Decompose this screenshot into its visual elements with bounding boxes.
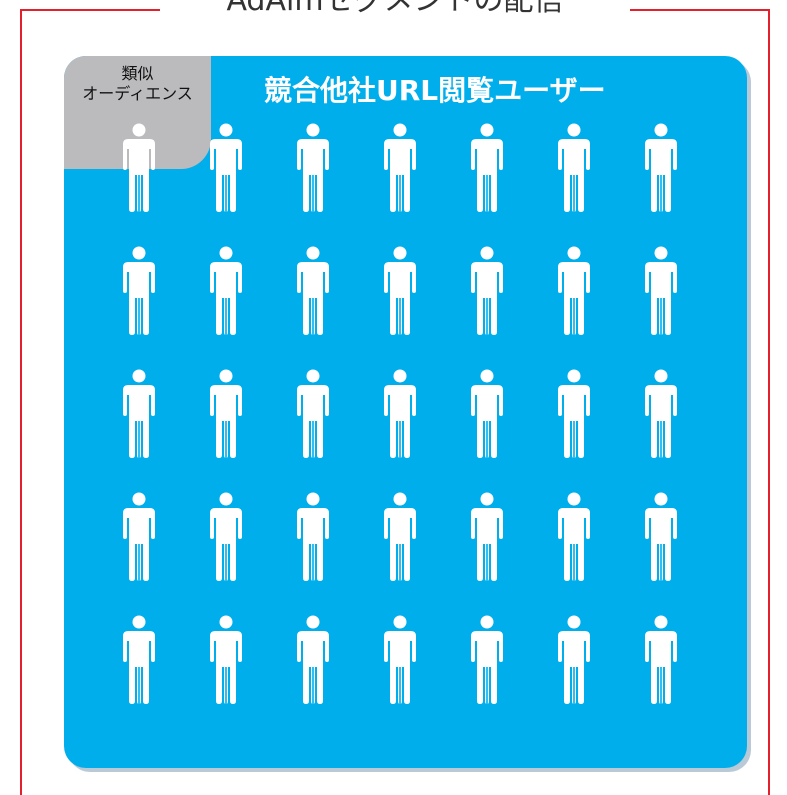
person-icon: [557, 369, 591, 459]
frame-top-right-line: [630, 9, 770, 11]
panel-title: 競合他社URL閲覧ユーザー: [264, 74, 606, 107]
similar-audience-label-line2: オーディエンス: [82, 84, 193, 103]
person-icon: [209, 492, 243, 582]
frame-right-line: [768, 9, 770, 795]
person-icon: [209, 615, 243, 705]
competitor-users-panel: 類似 オーディエンス 競合他社URL閲覧ユーザー: [64, 56, 747, 768]
person-icon: [644, 492, 678, 582]
person-icon: [557, 615, 591, 705]
frame-top-left-line: [20, 9, 160, 11]
person-icon: [122, 615, 156, 705]
frame-title: AdAimセグメントの配信: [160, 0, 630, 18]
person-icon: [383, 615, 417, 705]
person-icon: [296, 123, 330, 213]
person-icon: [296, 492, 330, 582]
person-icon: [209, 123, 243, 213]
person-icon: [557, 492, 591, 582]
person-icon: [296, 615, 330, 705]
person-icon: [122, 123, 156, 213]
person-icon: [470, 123, 504, 213]
person-icon: [557, 123, 591, 213]
person-icon: [383, 369, 417, 459]
person-icon: [383, 492, 417, 582]
person-icon: [470, 246, 504, 336]
similar-audience-label: 類似 オーディエンス: [64, 64, 211, 104]
person-icon: [470, 492, 504, 582]
person-icon: [644, 246, 678, 336]
person-icon: [209, 369, 243, 459]
person-icon: [296, 369, 330, 459]
person-icon: [122, 369, 156, 459]
person-icon: [644, 615, 678, 705]
person-icon: [644, 123, 678, 213]
person-icon: [470, 369, 504, 459]
person-icon: [122, 246, 156, 336]
person-icon: [209, 246, 243, 336]
person-icon: [383, 123, 417, 213]
similar-audience-label-line1: 類似: [121, 64, 154, 83]
frame-left-line: [20, 9, 22, 795]
person-icon: [644, 369, 678, 459]
person-icon: [383, 246, 417, 336]
person-icon: [296, 246, 330, 336]
person-icon: [470, 615, 504, 705]
person-icon: [122, 492, 156, 582]
person-icon: [557, 246, 591, 336]
